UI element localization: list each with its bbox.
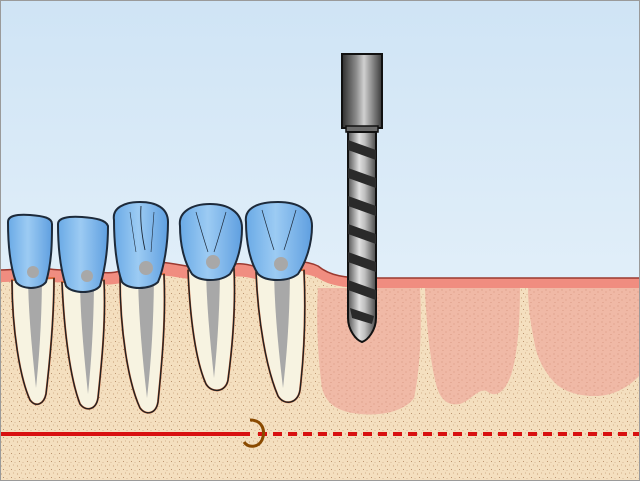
tooth-1 (6, 213, 56, 406)
tooth-5-root-outline (255, 269, 306, 403)
drill-shank (341, 53, 383, 129)
tooth-2 (56, 215, 110, 410)
tooth-4-crown (178, 202, 244, 281)
socket-2 (425, 288, 520, 405)
tooth-2-pulp (80, 276, 94, 394)
tooth-1-crown (6, 213, 54, 289)
tooth-3-root-outline (119, 273, 166, 414)
socket-1 (317, 288, 421, 415)
tooth-2-crown (56, 215, 110, 293)
tooth-3-crown (112, 200, 170, 289)
tooth-1-pulp (28, 272, 42, 388)
tooth-3 (112, 200, 170, 414)
tooth-1-root-outline (11, 277, 55, 405)
tooth-2-root-outline (61, 279, 106, 410)
tooth-4 (178, 202, 244, 392)
tooth-4-root-outline (187, 267, 236, 391)
nerve-canal (0, 418, 640, 448)
tooth-5-crown (244, 200, 314, 281)
tooth-5-pulp (274, 264, 290, 388)
tooth-3-crown-crease (140, 205, 146, 251)
nerve-foramen-hook (242, 418, 265, 448)
socket-3 (528, 288, 640, 396)
tooth-3-pulp (138, 268, 154, 398)
drill-flutes (348, 140, 376, 324)
tooth-4-pulp (206, 262, 220, 378)
drill-bit (341, 53, 383, 344)
tooth-5 (244, 200, 314, 404)
